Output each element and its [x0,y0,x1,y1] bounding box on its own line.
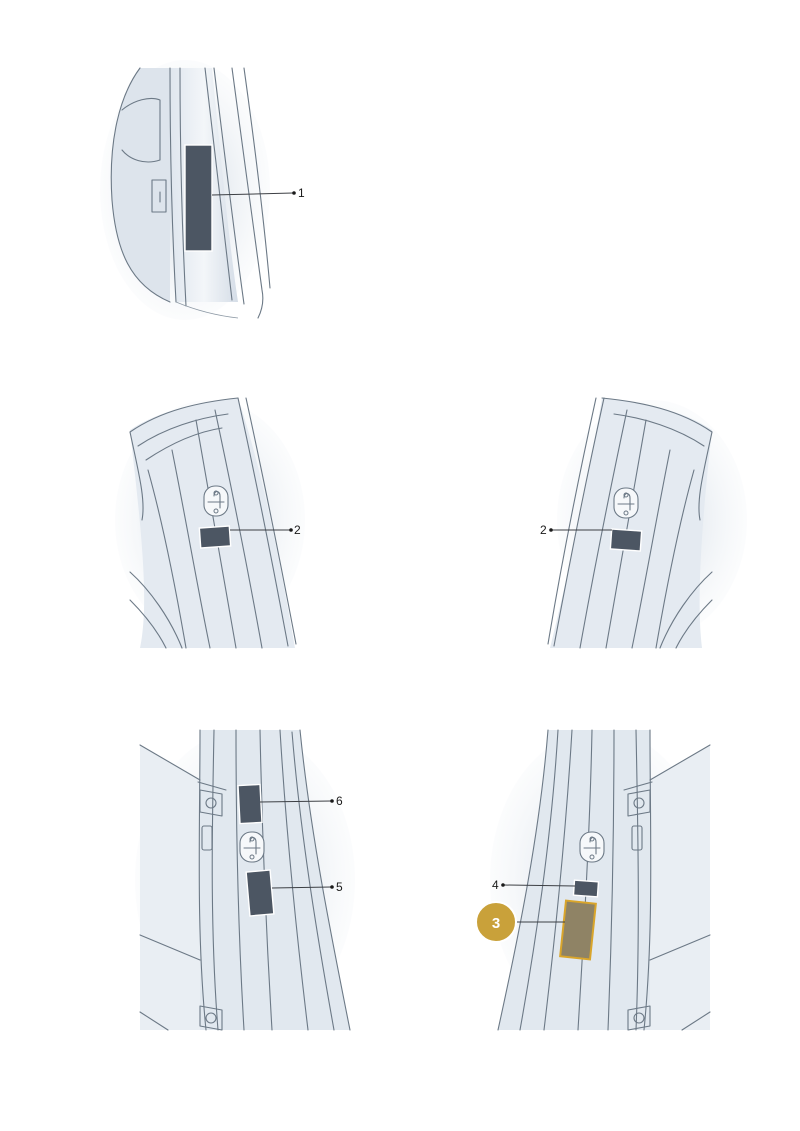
label-3-sticker-highlighted [559,899,597,961]
panel-rear-pillar-right [490,729,711,1031]
door-striker-icon [239,831,265,863]
panel-door-jamb-front [100,60,271,320]
panel-striker-left [115,397,305,649]
callout-number: 1 [298,186,305,200]
callout-number: 2 [294,523,301,537]
door-striker-icon [613,487,639,519]
callout-2-left: 2 [230,523,301,537]
callout-3-highlighted: 3 [475,901,565,943]
callout-2-right: 2 [540,523,612,537]
label-4-sticker [572,879,600,898]
label-5-sticker [245,869,275,917]
callout-6: 6 [259,794,343,808]
callout-number: 2 [540,523,547,537]
mount-bracket-icon [627,789,651,1031]
callout-3-badge [475,901,517,943]
panel-striker-right-details [609,487,643,552]
mount-bracket-icon [199,789,223,1031]
label-1-sticker [184,144,213,252]
callout-number: 4 [492,878,499,892]
label-6-sticker [237,783,263,825]
callout-5: 5 [271,880,343,894]
panel-rear-pillar-left [135,729,355,1031]
door-striker-icon [203,485,229,517]
label-2-right-sticker [609,528,643,552]
callout-number: 6 [336,794,343,808]
callout-4: 4 [492,878,576,892]
callout-number: 3 [492,915,500,932]
callout-number: 5 [336,880,343,894]
panel-striker-right [547,397,747,649]
door-striker-icon [579,831,605,863]
label-2-left-sticker [198,525,232,549]
callout-1: 1 [211,186,305,200]
